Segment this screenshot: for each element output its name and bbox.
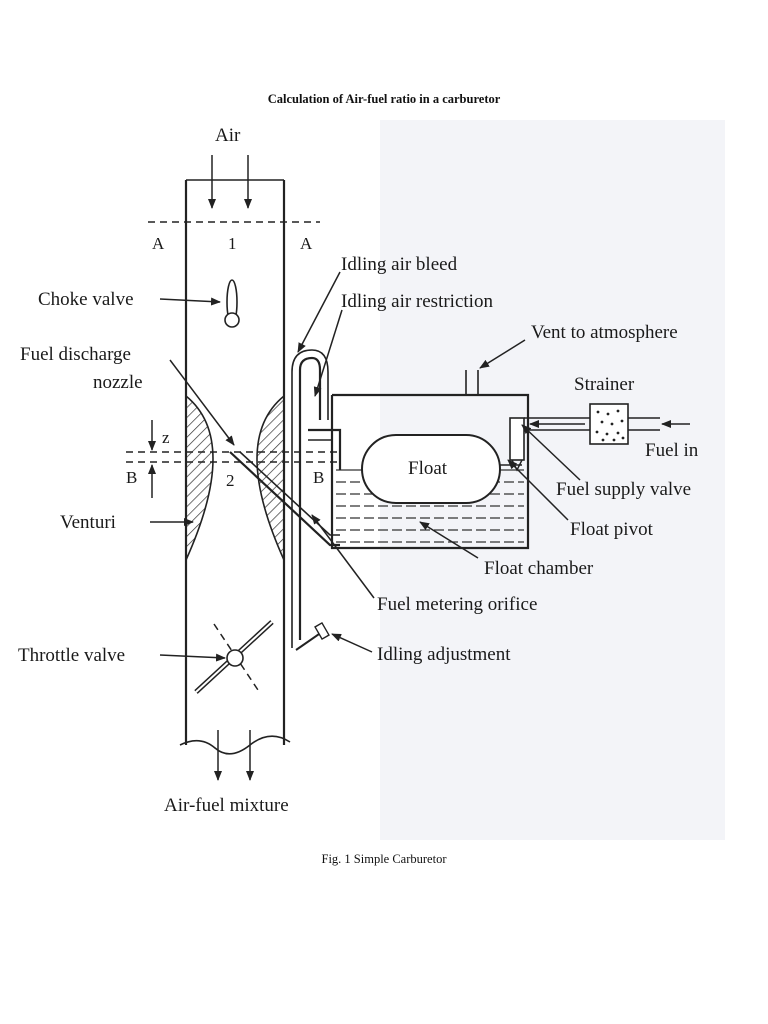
throttle-valve-pointer	[159, 653, 226, 662]
idling-tube-inner	[291, 349, 329, 648]
figure-caption: Fig. 1 Simple Carburetor	[321, 852, 447, 866]
label-fuel-metering-orifice: Fuel metering orifice	[377, 594, 537, 615]
label-strainer: Strainer	[574, 374, 635, 395]
throttle-valve	[194, 620, 274, 694]
label-section-a-right: A	[300, 234, 313, 253]
fuel-nozzle-pointer	[169, 359, 235, 446]
page-heading: Calculation of Air-fuel ratio in a carbu…	[267, 92, 501, 106]
label-z: z	[162, 428, 170, 447]
label-fuel-supply-valve: Fuel supply valve	[556, 479, 691, 500]
label-idling-air-restriction: Idling air restriction	[341, 291, 493, 312]
strainer	[589, 403, 629, 445]
label-fuel-in: Fuel in	[645, 440, 699, 461]
label-vent-to-atmosphere: Vent to atmosphere	[531, 322, 678, 343]
label-throttle-valve: Throttle valve	[18, 645, 125, 666]
idling-tube-outer	[298, 356, 322, 640]
float-chamber-walls	[330, 393, 530, 550]
float	[361, 434, 501, 504]
label-float-pivot: Float pivot	[570, 519, 654, 540]
label-choke-valve: Choke valve	[38, 289, 134, 310]
label-section-a-left: A	[152, 234, 165, 253]
choke-valve	[224, 279, 240, 328]
label-section-2: 2	[226, 471, 235, 490]
label-idling-adjustment: Idling adjustment	[377, 644, 511, 665]
label-section-1: 1	[228, 234, 237, 253]
label-section-b-left: B	[126, 468, 137, 487]
idling-air-bleed-pointer	[297, 271, 341, 353]
label-idling-air-bleed: Idling air bleed	[341, 254, 458, 275]
label-air: Air	[215, 125, 241, 146]
float-chamber-pointer	[419, 521, 479, 559]
idling-air-restriction-pointer	[313, 309, 343, 397]
body-bottom-break	[179, 735, 291, 755]
label-float: Float	[408, 458, 448, 479]
label-fuel-discharge-line2: nozzle	[93, 372, 143, 393]
label-venturi: Venturi	[60, 512, 116, 533]
venturi-left	[185, 394, 214, 561]
fuel-supply-valve-pointer	[521, 424, 581, 481]
label-section-b-right: B	[313, 468, 324, 487]
choke-valve-pointer	[159, 297, 221, 306]
label-fuel-discharge-line1: Fuel discharge	[20, 344, 131, 365]
label-air-fuel-mixture: Air-fuel mixture	[164, 795, 289, 816]
label-float-chamber: Float chamber	[484, 558, 594, 579]
idling-adjustment-pointer	[331, 633, 373, 653]
fuel-discharge-tube	[229, 451, 340, 547]
float-pivot-pointer	[507, 459, 569, 521]
vent-pointer	[479, 339, 526, 369]
fuel-metering-orifice-pointer	[311, 514, 375, 599]
venturi-right	[256, 394, 285, 561]
fuel-discharge-tube-inner	[239, 451, 340, 536]
fuel-feed-pipe	[308, 428, 342, 470]
idling-adjustment-screw	[295, 621, 330, 651]
